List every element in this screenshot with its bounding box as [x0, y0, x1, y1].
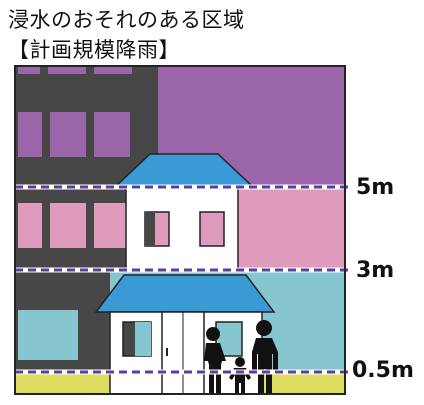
- level-label-3m: 3m: [356, 258, 395, 283]
- diagram-border: [14, 65, 346, 395]
- house-upper-window-right: [199, 211, 225, 247]
- title-line-1: 浸水のおそれのある区域: [8, 8, 245, 32]
- level-label-0-5m: 0.5m: [352, 358, 414, 383]
- house-lower-roof: [94, 274, 276, 313]
- building-windows: [18, 66, 132, 360]
- person-icon: [204, 327, 226, 393]
- level-label-5m: 5m: [356, 175, 395, 200]
- title-line-2: 【計画規模降雨】: [8, 38, 180, 62]
- person-icon: [252, 320, 278, 393]
